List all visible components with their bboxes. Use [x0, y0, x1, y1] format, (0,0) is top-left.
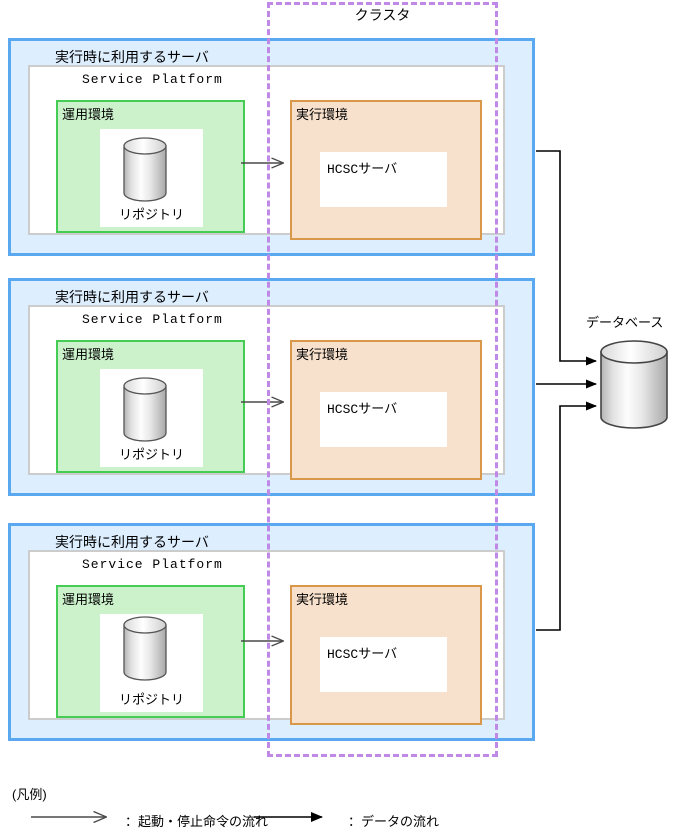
service-platform-label-1: Service Platform [82, 72, 223, 87]
database-label: データベース [586, 315, 664, 330]
execution-env-label-2: 実行環境 [296, 347, 349, 362]
repository-panel-2: リポジトリ [100, 369, 203, 467]
repository-label-2: リポジトリ [118, 447, 184, 462]
service-platform-box-1: Service Platform 運用環境 リポジトリ 実行環境 HCSCサーバ [28, 65, 505, 240]
repository-label-1: リポジトリ [118, 207, 184, 222]
execution-env-label-3: 実行環境 [296, 592, 349, 607]
service-platform-label-3: Service Platform [82, 557, 223, 572]
hcsc-server-box-2: HCSCサーバ [320, 392, 447, 447]
server-title-3: 実行時に利用するサーバ [55, 534, 209, 550]
hcsc-server-label-3: HCSCサーバ [327, 647, 398, 662]
hcsc-server-box-1: HCSCサーバ [320, 152, 447, 207]
server-block-2[interactable]: 実行時に利用するサーバ Service Platform 運用環境 リポジトリ … [8, 278, 535, 496]
database-cylinder [600, 340, 668, 429]
execution-env-box-3: 実行環境 HCSCサーバ [290, 585, 482, 725]
hcsc-server-box-3: HCSCサーバ [320, 637, 447, 692]
server-block-3[interactable]: 実行時に利用するサーバ Service Platform 運用環境 リポジトリ … [8, 523, 535, 741]
server-title-2: 実行時に利用するサーバ [55, 289, 209, 305]
legend-label-data-flow: ：データの流れ [348, 814, 440, 829]
operation-env-label-3: 運用環境 [62, 592, 115, 607]
execution-env-box-1: 実行環境 HCSCサーバ [290, 100, 482, 240]
service-platform-box-3: Service Platform 運用環境 リポジトリ 実行環境 HCSCサーバ [28, 550, 505, 725]
server-block-1[interactable]: 実行時に利用するサーバ Service Platform 運用環境 リポジトリ … [8, 38, 535, 256]
repository-label-3: リポジトリ [118, 692, 184, 707]
hcsc-server-label-1: HCSCサーバ [327, 162, 398, 177]
legend-row: ：起動・停止命令の流れ ：データの流れ [28, 808, 668, 832]
service-platform-label-2: Service Platform [82, 312, 223, 327]
operation-env-box-2: 運用環境 リポジトリ [56, 340, 245, 473]
hcsc-server-label-2: HCSCサーバ [327, 402, 398, 417]
execution-env-box-2: 実行環境 HCSCサーバ [290, 340, 482, 480]
execution-env-label-1: 実行環境 [296, 107, 349, 122]
operation-env-box-1: 運用環境 リポジトリ [56, 100, 245, 233]
operation-env-label-2: 運用環境 [62, 347, 115, 362]
legend-label-command-flow: ：起動・停止命令の流れ [125, 814, 269, 829]
repository-panel-3: リポジトリ [100, 614, 203, 712]
service-platform-box-2: Service Platform 運用環境 リポジトリ 実行環境 HCSCサーバ [28, 305, 505, 480]
legend-heading: (凡例) [12, 787, 47, 802]
server-title-1: 実行時に利用するサーバ [55, 49, 209, 65]
operation-env-label-1: 運用環境 [62, 107, 115, 122]
cluster-label: クラスタ [354, 7, 411, 23]
operation-env-box-3: 運用環境 リポジトリ [56, 585, 245, 718]
legend-arrow-icons [31, 808, 323, 832]
data-flow-path-3 [536, 401, 597, 631]
repository-panel-1: リポジトリ [100, 129, 203, 227]
